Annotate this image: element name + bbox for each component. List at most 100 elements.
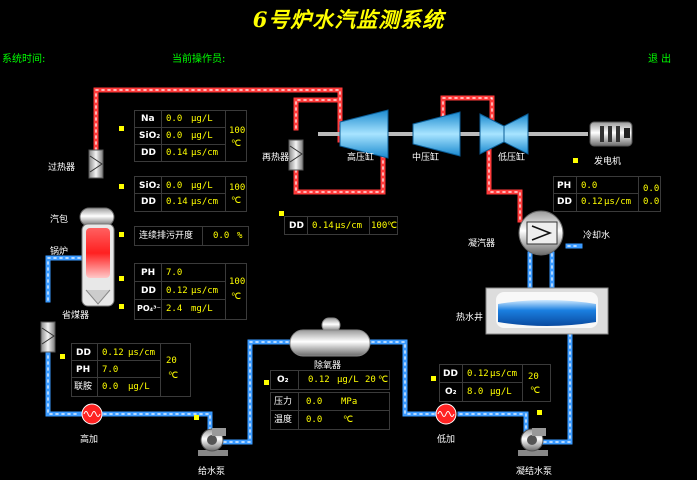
temp-value: 100 <box>229 277 246 287</box>
o2-value: 8.0 <box>467 387 484 397</box>
dd-label: DD <box>76 348 91 358</box>
o2-unit: μg/L <box>490 387 512 397</box>
status-indicator <box>119 276 124 281</box>
water-temp-unit: ℃ <box>343 415 354 425</box>
sio2-label: SiO₂ <box>139 131 161 141</box>
feedwater-panel: DD 0.12 μs/cm PH 7.0 联胺 0.0 μg/L 20 ℃ <box>71 343 191 397</box>
dd-unit: μs/cm <box>191 148 219 158</box>
dd-value: 0.14 <box>312 221 334 231</box>
condenser-icon <box>518 210 564 256</box>
po4-unit: mg/L <box>191 304 213 314</box>
superheater-label: 过热器 <box>48 163 76 173</box>
water-temp-label: 温度 <box>274 415 293 425</box>
dd-unit: μs/cm <box>128 348 156 358</box>
temp-value: 20 <box>166 356 177 366</box>
reheat-steam-panel: DD 0.14 μs/cm 100 ℃ <box>284 216 398 235</box>
temp-unit: ℃ <box>387 221 398 231</box>
blowdown-unit: % <box>237 231 243 241</box>
status-indicator <box>119 232 124 237</box>
na-value: 0.0 <box>166 114 183 124</box>
dd-label: DD <box>443 369 458 379</box>
operator-label: 当前操作员: <box>172 54 226 65</box>
status-indicator <box>119 126 124 131</box>
o2-label: O₂ <box>445 387 457 397</box>
ph-value: 7.0 <box>102 365 119 375</box>
na-label: Na <box>141 114 155 124</box>
status-indicator <box>264 380 269 385</box>
hotwell-icon <box>485 287 609 335</box>
sio2-value: 0.0 <box>166 131 183 141</box>
hp-heater-icon <box>81 403 103 425</box>
deaerator-condition-panel: 压力 0.0 MPa 温度 0.0 ℃ <box>270 392 390 430</box>
blowdown-value: 0.0 <box>213 231 230 241</box>
reheater-icon <box>288 139 304 171</box>
reheater-label: 再热器 <box>262 153 290 163</box>
blowdown-label: 连续排污开度 <box>139 231 194 241</box>
pressure-value: 0.0 <box>306 397 323 407</box>
temp-value: 100 <box>229 183 246 193</box>
sio2-unit: μg/L <box>191 131 213 141</box>
generator-label: 发电机 <box>594 157 622 167</box>
po4-value: 2.4 <box>166 304 183 314</box>
dd-label: DD <box>141 197 156 207</box>
dd-label: DD <box>141 286 156 296</box>
hydrazine-unit: μg/L <box>128 382 150 392</box>
temp-unit: ℃ <box>231 292 242 302</box>
feed-pump-icon <box>198 428 228 456</box>
dd-unit: μs/cm <box>604 197 632 207</box>
aux-value-1: 0.0 <box>643 184 660 194</box>
lp-heater-icon <box>435 403 457 425</box>
o2-value: 0.12 <box>308 375 330 385</box>
saturated-steam-panel: SiO₂ 0.0 μg/L DD 0.14 μs/cm 100 ℃ <box>134 176 247 212</box>
na-unit: μg/L <box>191 114 213 124</box>
temp-unit: ℃ <box>530 386 541 396</box>
boiler-icon <box>79 207 115 307</box>
temp-unit: ℃ <box>378 375 389 385</box>
boiler-water-panel: PH 7.0 DD 0.12 μs/cm PO₄³⁻ 2.4 mg/L 100 … <box>134 263 247 320</box>
dd-value: 0.12 <box>581 197 603 207</box>
water-temp-value: 0.0 <box>306 415 323 425</box>
dd-unit: μs/cm <box>191 286 219 296</box>
hydrazine-label: 联胺 <box>74 382 93 392</box>
temp-unit: ℃ <box>231 139 242 149</box>
dd-value: 0.14 <box>166 148 188 158</box>
ph-label: PH <box>76 365 91 375</box>
status-indicator <box>573 158 578 163</box>
temp-unit: ℃ <box>231 196 242 206</box>
deaerator-label: 除氧器 <box>314 361 342 371</box>
dd-value: 0.12 <box>467 369 489 379</box>
sio2-unit: μg/L <box>191 181 213 191</box>
dd-value: 0.12 <box>166 286 188 296</box>
aux-value-2: 0.0 <box>643 197 660 207</box>
po4-label: PO₄³⁻ <box>137 304 161 313</box>
sio2-value: 0.0 <box>166 181 183 191</box>
page-title: 6号炉水汽监测系统 <box>252 7 445 32</box>
status-indicator <box>60 354 65 359</box>
economizer-label: 省煤器 <box>62 311 90 321</box>
ph-label: PH <box>141 268 156 278</box>
exit-button[interactable]: 退 出 <box>648 54 672 65</box>
sio2-label: SiO₂ <box>139 181 161 191</box>
hotwell-label: 热水井 <box>456 313 484 323</box>
lp-cylinder-icon <box>479 113 529 155</box>
ip-cylinder-label: 中压缸 <box>412 153 440 163</box>
hp-heater-label: 高加 <box>80 435 99 445</box>
steam-quality-panel: Na 0.0 μg/L SiO₂ 0.0 μg/L DD 0.14 μs/cm … <box>134 110 247 162</box>
condensate-pump-label: 凝结水泵 <box>516 467 553 477</box>
boiler-label: 锅炉 <box>50 247 69 257</box>
system-time-label: 系统时间: <box>2 54 46 65</box>
deaerator-icon <box>289 317 371 357</box>
generator-icon <box>589 121 633 147</box>
status-indicator <box>279 211 284 216</box>
status-indicator <box>119 304 124 309</box>
blowdown-panel: 连续排污开度 0.0 % <box>134 226 249 246</box>
dd-label: DD <box>141 148 156 158</box>
status-indicator <box>431 376 436 381</box>
dd-value: 0.14 <box>166 197 188 207</box>
pressure-label: 压力 <box>274 397 293 407</box>
temp-value: 100 <box>371 221 388 231</box>
hydrazine-value: 0.0 <box>102 382 119 392</box>
ph-value: 0.0 <box>581 181 598 191</box>
dd-unit: μs/cm <box>490 369 518 379</box>
